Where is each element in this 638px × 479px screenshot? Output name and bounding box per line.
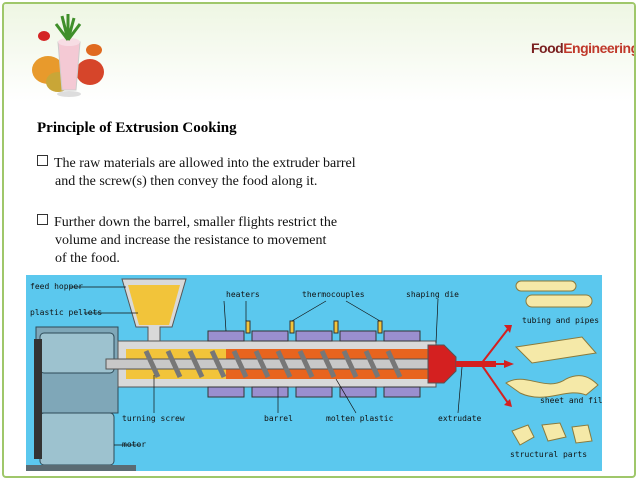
label-sheet-and-film: sheet and film bbox=[540, 396, 602, 405]
screw-flights bbox=[143, 349, 403, 379]
extrudate bbox=[456, 361, 496, 367]
motor bbox=[39, 412, 115, 466]
bullet-1: The raw materials are allowed into the e… bbox=[37, 155, 356, 191]
label-thermocouples: thermocouples bbox=[302, 290, 365, 299]
thermocouple bbox=[245, 320, 251, 334]
label-molten-plastic: molten plastic bbox=[326, 414, 394, 423]
bullet-2-line-3: of the food. bbox=[55, 251, 120, 266]
tubing-and-pipes-product bbox=[515, 280, 593, 308]
logo-food-text: Food bbox=[531, 40, 564, 56]
label-heaters: heaters bbox=[226, 290, 260, 299]
leader-lines bbox=[70, 286, 463, 446]
checkbox-bullet-icon bbox=[37, 155, 48, 166]
logo-engineering-text: Engineering bbox=[563, 40, 636, 56]
gearbox bbox=[39, 332, 115, 374]
extruder-diagram: feed hopper plastic pellets heaters ther… bbox=[26, 275, 602, 471]
slide-title: Principle of Extrusion Cooking bbox=[37, 120, 237, 136]
heater bbox=[339, 386, 377, 398]
label-tubing-and-pipes: tubing and pipes bbox=[522, 316, 599, 325]
bullet-2-line-2: volume and increase the resistance to mo… bbox=[55, 233, 327, 248]
label-motor: motor bbox=[122, 440, 146, 449]
heater bbox=[383, 330, 421, 342]
label-barrel: barrel bbox=[264, 414, 293, 423]
label-feed-hopper: feed hopper bbox=[30, 282, 83, 291]
food-engineering-logo: FoodEngineering bbox=[531, 40, 636, 56]
thermocouple bbox=[333, 320, 339, 334]
label-shaping-die: shaping die bbox=[406, 290, 459, 299]
output-arrows bbox=[480, 328, 509, 404]
drive-belt bbox=[34, 339, 42, 459]
heater bbox=[383, 386, 421, 398]
heater bbox=[339, 330, 377, 342]
thermocouple bbox=[377, 320, 383, 334]
structural-parts-product bbox=[511, 422, 593, 446]
shaping-die bbox=[427, 344, 457, 384]
label-extrudate: extrudate bbox=[438, 414, 482, 423]
checkbox-bullet-icon bbox=[37, 214, 48, 225]
plastic-pellets bbox=[128, 285, 180, 325]
heater bbox=[251, 330, 289, 342]
bullet-2-line-1: Further down the barrel, smaller flights… bbox=[54, 215, 338, 230]
label-structural-parts: structural parts bbox=[510, 450, 587, 459]
heater bbox=[207, 330, 245, 342]
heater bbox=[295, 330, 333, 342]
heater bbox=[251, 386, 289, 398]
fruit-smoothie-image bbox=[32, 14, 104, 97]
base bbox=[26, 465, 136, 471]
bullet-1-line-1: The raw materials are allowed into the e… bbox=[54, 156, 356, 171]
arrow-heads bbox=[504, 325, 514, 407]
label-turning-screw: turning screw bbox=[122, 414, 185, 423]
label-plastic-pellets: plastic pellets bbox=[30, 308, 102, 317]
sheet-and-film-product bbox=[505, 336, 599, 398]
heater bbox=[295, 386, 333, 398]
thermocouple bbox=[289, 320, 295, 334]
bullet-2: Further down the barrel, smaller flights… bbox=[37, 214, 337, 268]
bullet-1-line-2: and the screw(s) then convey the food al… bbox=[55, 174, 318, 189]
header-band bbox=[4, 4, 634, 102]
heater bbox=[207, 386, 245, 398]
